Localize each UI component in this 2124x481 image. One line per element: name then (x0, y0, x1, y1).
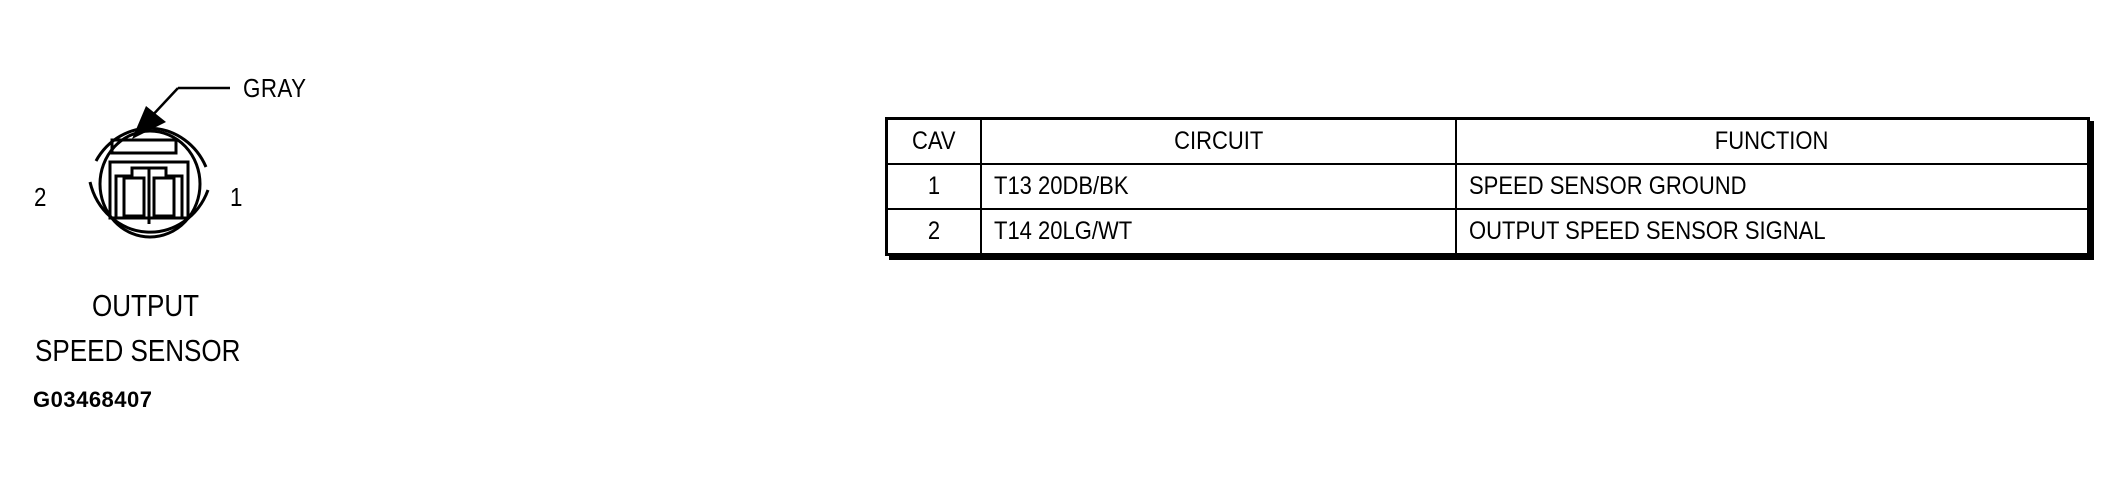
connector-latch (110, 138, 178, 155)
pin-label-1: 1 (230, 182, 243, 212)
cell-circuit: T13 20DB/BK (980, 163, 1457, 210)
table-row: 1 T13 20DB/BK SPEED SENSOR GROUND (885, 163, 2090, 210)
cell-function: SPEED SENSOR GROUND (1454, 163, 2090, 210)
header-cav: CAV (885, 117, 983, 165)
figure-code: G03468407 (33, 387, 153, 412)
header-function: FUNCTION (1454, 117, 2090, 165)
connector-title-line2: SPEED SENSOR (35, 333, 241, 368)
header-circuit: CIRCUIT (980, 117, 1457, 165)
pinout-table: CAV CIRCUIT FUNCTION 1 T13 20DB/BK SPEED… (885, 117, 2090, 256)
connector-title-line1: OUTPUT (92, 288, 200, 323)
color-callout-label: GRAY (243, 73, 307, 103)
cell-cav: 2 (885, 208, 983, 256)
terminal-cavities (108, 160, 190, 224)
connector-housing (88, 126, 210, 239)
pin-label-2: 2 (34, 182, 47, 212)
cell-function: OUTPUT SPEED SENSOR SIGNAL (1454, 208, 2090, 256)
table-header-row: CAV CIRCUIT FUNCTION (885, 117, 2090, 165)
cell-cav: 1 (885, 163, 983, 210)
table-row: 2 T14 20LG/WT OUTPUT SPEED SENSOR SIGNAL (885, 208, 2090, 256)
cell-circuit: T14 20LG/WT (980, 208, 1457, 256)
